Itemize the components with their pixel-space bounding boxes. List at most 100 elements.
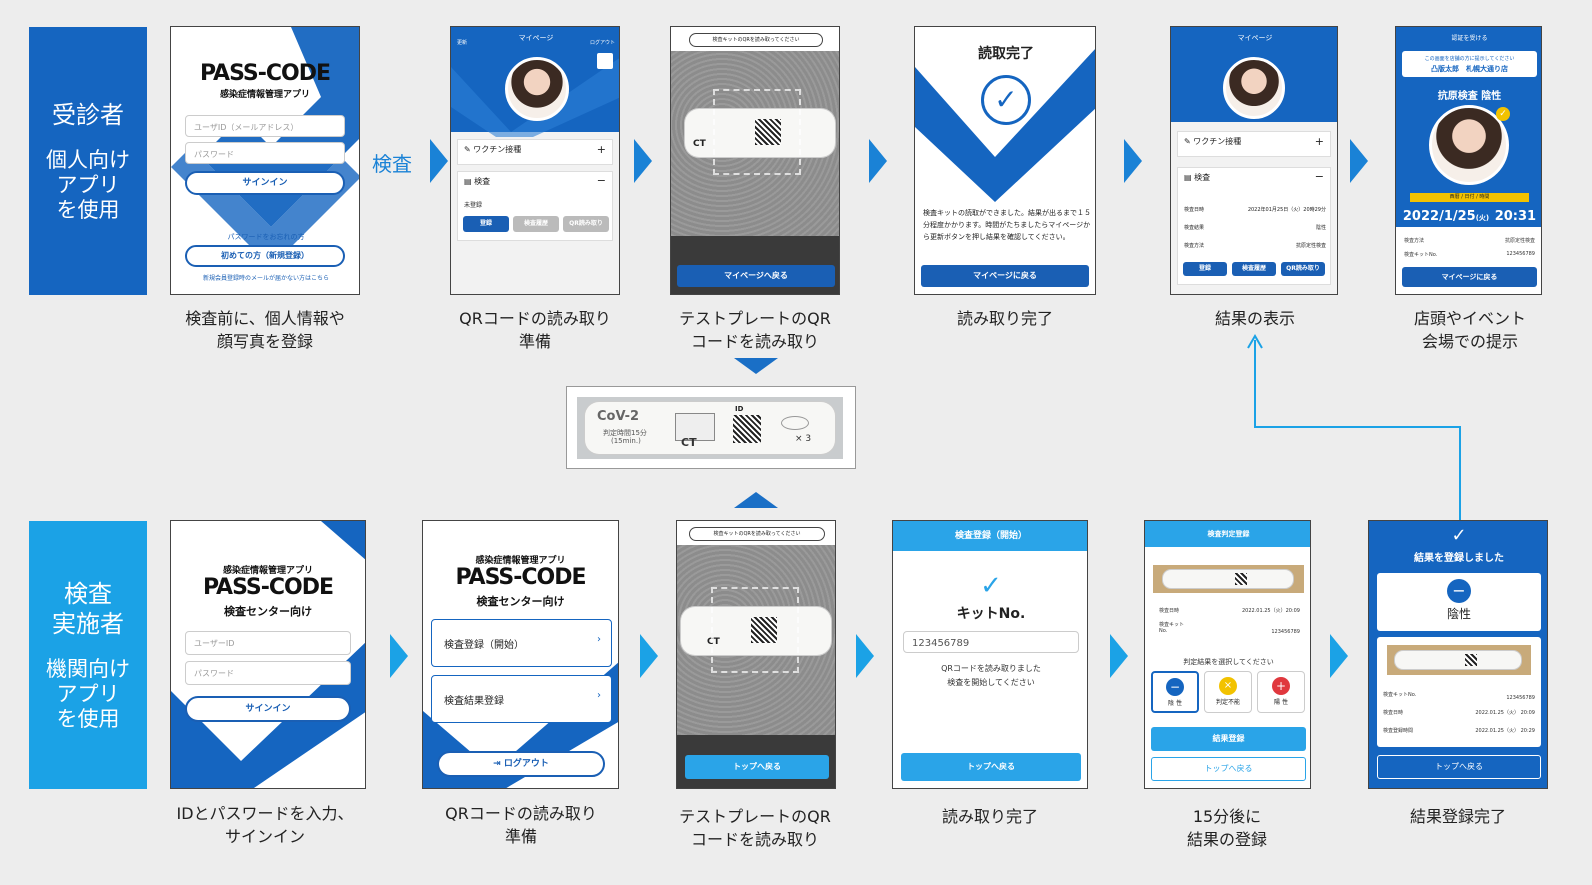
kit-number-field[interactable]: 123456789	[903, 631, 1079, 653]
screen-operator-register-start: 検査登録（開始） ✓ キットNo. 123456789 QRコードを読み取りまし…	[892, 520, 1088, 789]
plus-icon: +	[1314, 135, 1324, 148]
update-button[interactable]: 更新	[457, 40, 468, 46]
history-button[interactable]: 検査履歴	[513, 216, 559, 232]
register-result-button[interactable]: 結果登録	[1151, 727, 1306, 751]
invalid-option[interactable]: × 判定不能	[1204, 671, 1252, 713]
logout-icon: ⇥	[493, 759, 504, 769]
patient-role-box: 受診者 個人向け アプリ を使用	[29, 27, 147, 295]
screen-patient-mypage: 更新 マイページ ログアウト ✎ ワクチン接種 + ▤ 検査 − 未登録 登録 …	[450, 26, 620, 295]
caption-top-5: 結果の表示	[1214, 309, 1295, 328]
signin-button[interactable]: サインイン	[185, 171, 345, 195]
screen-patient-login: PASS-CODE 感染症情報管理アプリ ユーザID（メールアドレス） パスワー…	[170, 26, 360, 295]
operator-role-sub: 機関向け アプリ を使用	[46, 656, 130, 731]
caption-bottom-4: 読み取り完了	[941, 807, 1038, 826]
back-to-mypage-button[interactable]: マイページに戻る	[1402, 267, 1537, 287]
forgot-password-link[interactable]: パスワードをお忘れの方	[227, 233, 305, 241]
password-field[interactable]: パスワード	[185, 661, 351, 685]
kit-ct: CT	[681, 436, 697, 449]
scan-banner: 検査キットのQRを読み取ってください	[689, 527, 825, 541]
flow-arrow	[869, 139, 887, 183]
scan-banner: 検査キットのQRを読み取ってください	[689, 33, 823, 47]
screen-patient-present: 認証を受ける この画面を店舗の方に提示してください 凸版太郎 札幌大通り店 抗原…	[1395, 26, 1542, 295]
screen-patient-camera: 検査キットのQRを読み取ってください CT マイページへ戻る	[670, 26, 840, 295]
back-to-top-button[interactable]: トップへ戻る	[685, 755, 829, 779]
cross-icon: ×	[1219, 677, 1237, 695]
camera-kit: CT	[685, 109, 835, 157]
plus-icon: +	[1272, 677, 1290, 695]
check-icon: ✓	[1451, 525, 1467, 546]
caption-top-2: QRコードの読み取り準備	[459, 309, 611, 351]
flow-arrow	[1350, 139, 1368, 183]
detail-card: 検査キットNo. 123456789 検査日時 2022.01.25（火） 20…	[1377, 637, 1541, 747]
register-button[interactable]: 登録	[1183, 262, 1227, 276]
positive-option[interactable]: + 陽 性	[1257, 671, 1305, 713]
test-kit-photo: CoV-2 判定時間15分 (15min.) CT ID × 3	[566, 386, 856, 469]
logout-button[interactable]: ⇥ ログアウト	[437, 751, 605, 777]
kit-photo	[1153, 565, 1304, 593]
back-to-top-button[interactable]: トップへ戻る	[1151, 757, 1306, 781]
verified-badge-icon: ✓	[1496, 107, 1510, 121]
back-to-top-button[interactable]: トップへ戻る	[901, 753, 1081, 781]
userid-field[interactable]: ユーザID（メールアドレス）	[185, 115, 345, 137]
screen-patient-read-complete: 読取完了 ✓ 検査キットの読取ができました。結果が出るまで１５分程度かかります。…	[914, 26, 1096, 295]
read-complete-title: 読取完了	[978, 46, 1034, 62]
screen-operator-judgement: 検査判定登録 検査日時 2022.01.25（火）20:09 検査キットNo. …	[1144, 520, 1311, 789]
app-logo: PASS-CODE	[202, 575, 334, 600]
test-section: ▤ 検査 − 未登録 登録 検査履歴 QR読み取り	[457, 171, 613, 241]
back-to-mypage-button[interactable]: マイページに戻る	[921, 265, 1089, 287]
caption-bottom-5: 15分後に結果の登録	[1186, 807, 1267, 849]
start-test-menu-item[interactable]: 検査登録（開始）›	[431, 619, 612, 667]
qr-read-button[interactable]: QR読み取り	[563, 216, 609, 232]
flow-arrow	[640, 634, 658, 678]
screen-header: 検査判定登録	[1145, 521, 1310, 547]
operator-role-box: 検査 実施者 機関向け アプリ を使用	[29, 521, 147, 789]
caption-bottom-6: 結果登録完了	[1409, 807, 1506, 826]
kit-drops: × 3	[795, 434, 812, 444]
result-register-menu-item[interactable]: 検査結果登録›	[431, 675, 612, 723]
kit-name: CoV-2	[597, 409, 640, 424]
mail-help-link[interactable]: 新規会員登録時のメールが届かない方はこちら	[202, 275, 329, 282]
kit-time: 判定時間15分	[603, 429, 647, 437]
screen-operator-registered: ✓ 結果を登録しました − 陰性 検査キットNo. 123456789 検査日時…	[1368, 520, 1548, 789]
vaccine-row[interactable]: ✎ ワクチン接種 +	[1177, 131, 1331, 157]
app-logo: PASS-CODE	[199, 61, 331, 86]
app-logo: PASS-CODE	[455, 565, 586, 590]
password-field[interactable]: パスワード	[185, 142, 345, 164]
flow-arrow	[1330, 634, 1348, 678]
caption-top-4: 読み取り完了	[956, 309, 1053, 328]
first-time-button[interactable]: 初めての方（新規登録）	[185, 245, 345, 267]
register-button[interactable]: 登録	[463, 216, 509, 232]
caption-bottom-2: QRコードの読み取り準備	[445, 804, 597, 846]
flow-arrow	[634, 139, 652, 183]
flow-label: 検査	[372, 152, 412, 176]
camera-kit: CT	[681, 607, 831, 655]
user-photo	[505, 57, 569, 121]
registered-title: 結果を登録しました	[1414, 553, 1504, 564]
screen-operator-menu: 感染症情報管理アプリ PASS-CODE 検査センター向け 検査登録（開始）› …	[422, 520, 619, 789]
minus-icon: −	[1447, 579, 1471, 603]
screen-patient-results: マイページ ✎ ワクチン接種 + ▤ 検査 − 検査日時 2022年01月25日…	[1170, 26, 1338, 295]
qr-read-button[interactable]: QR読み取り	[1281, 262, 1325, 276]
userid-field[interactable]: ユーザーID	[185, 631, 351, 655]
back-to-mypage-button[interactable]: マイページへ戻る	[677, 265, 835, 287]
read-complete-message: 検査キットの読取ができました。結果が出るまで１５分程度かかります。時間がたちまし…	[923, 209, 1091, 241]
plus-icon: +	[596, 143, 606, 156]
pencil-icon: ✎	[1184, 137, 1194, 146]
logout-button[interactable]: ログアウト	[589, 40, 615, 46]
menu-icon[interactable]	[597, 53, 613, 69]
kit-time-en: (15min.)	[611, 437, 641, 445]
vaccine-row[interactable]: ✎ ワクチン接種 +	[457, 139, 613, 165]
datetime-label: 西暦 / 日付 / 時間	[1410, 193, 1529, 202]
patient-role-sub: 個人向け アプリ を使用	[46, 147, 130, 222]
up-pointer	[734, 492, 778, 508]
negative-option[interactable]: − 陰 性	[1151, 671, 1199, 713]
app-subtitle: 感染症情報管理アプリ	[475, 556, 566, 566]
caption-top-1: 検査前に、個人情報や顔写真を登録	[185, 309, 345, 351]
back-to-top-button[interactable]: トップへ戻る	[1377, 755, 1541, 779]
kit-number-label: キットNo.	[956, 606, 1026, 622]
signin-button[interactable]: サインイン	[185, 696, 351, 722]
screen-operator-login: 感染症情報管理アプリ PASS-CODE 検査センター向け ユーザーID パスワ…	[170, 520, 366, 789]
history-button[interactable]: 検査履歴	[1232, 262, 1276, 276]
